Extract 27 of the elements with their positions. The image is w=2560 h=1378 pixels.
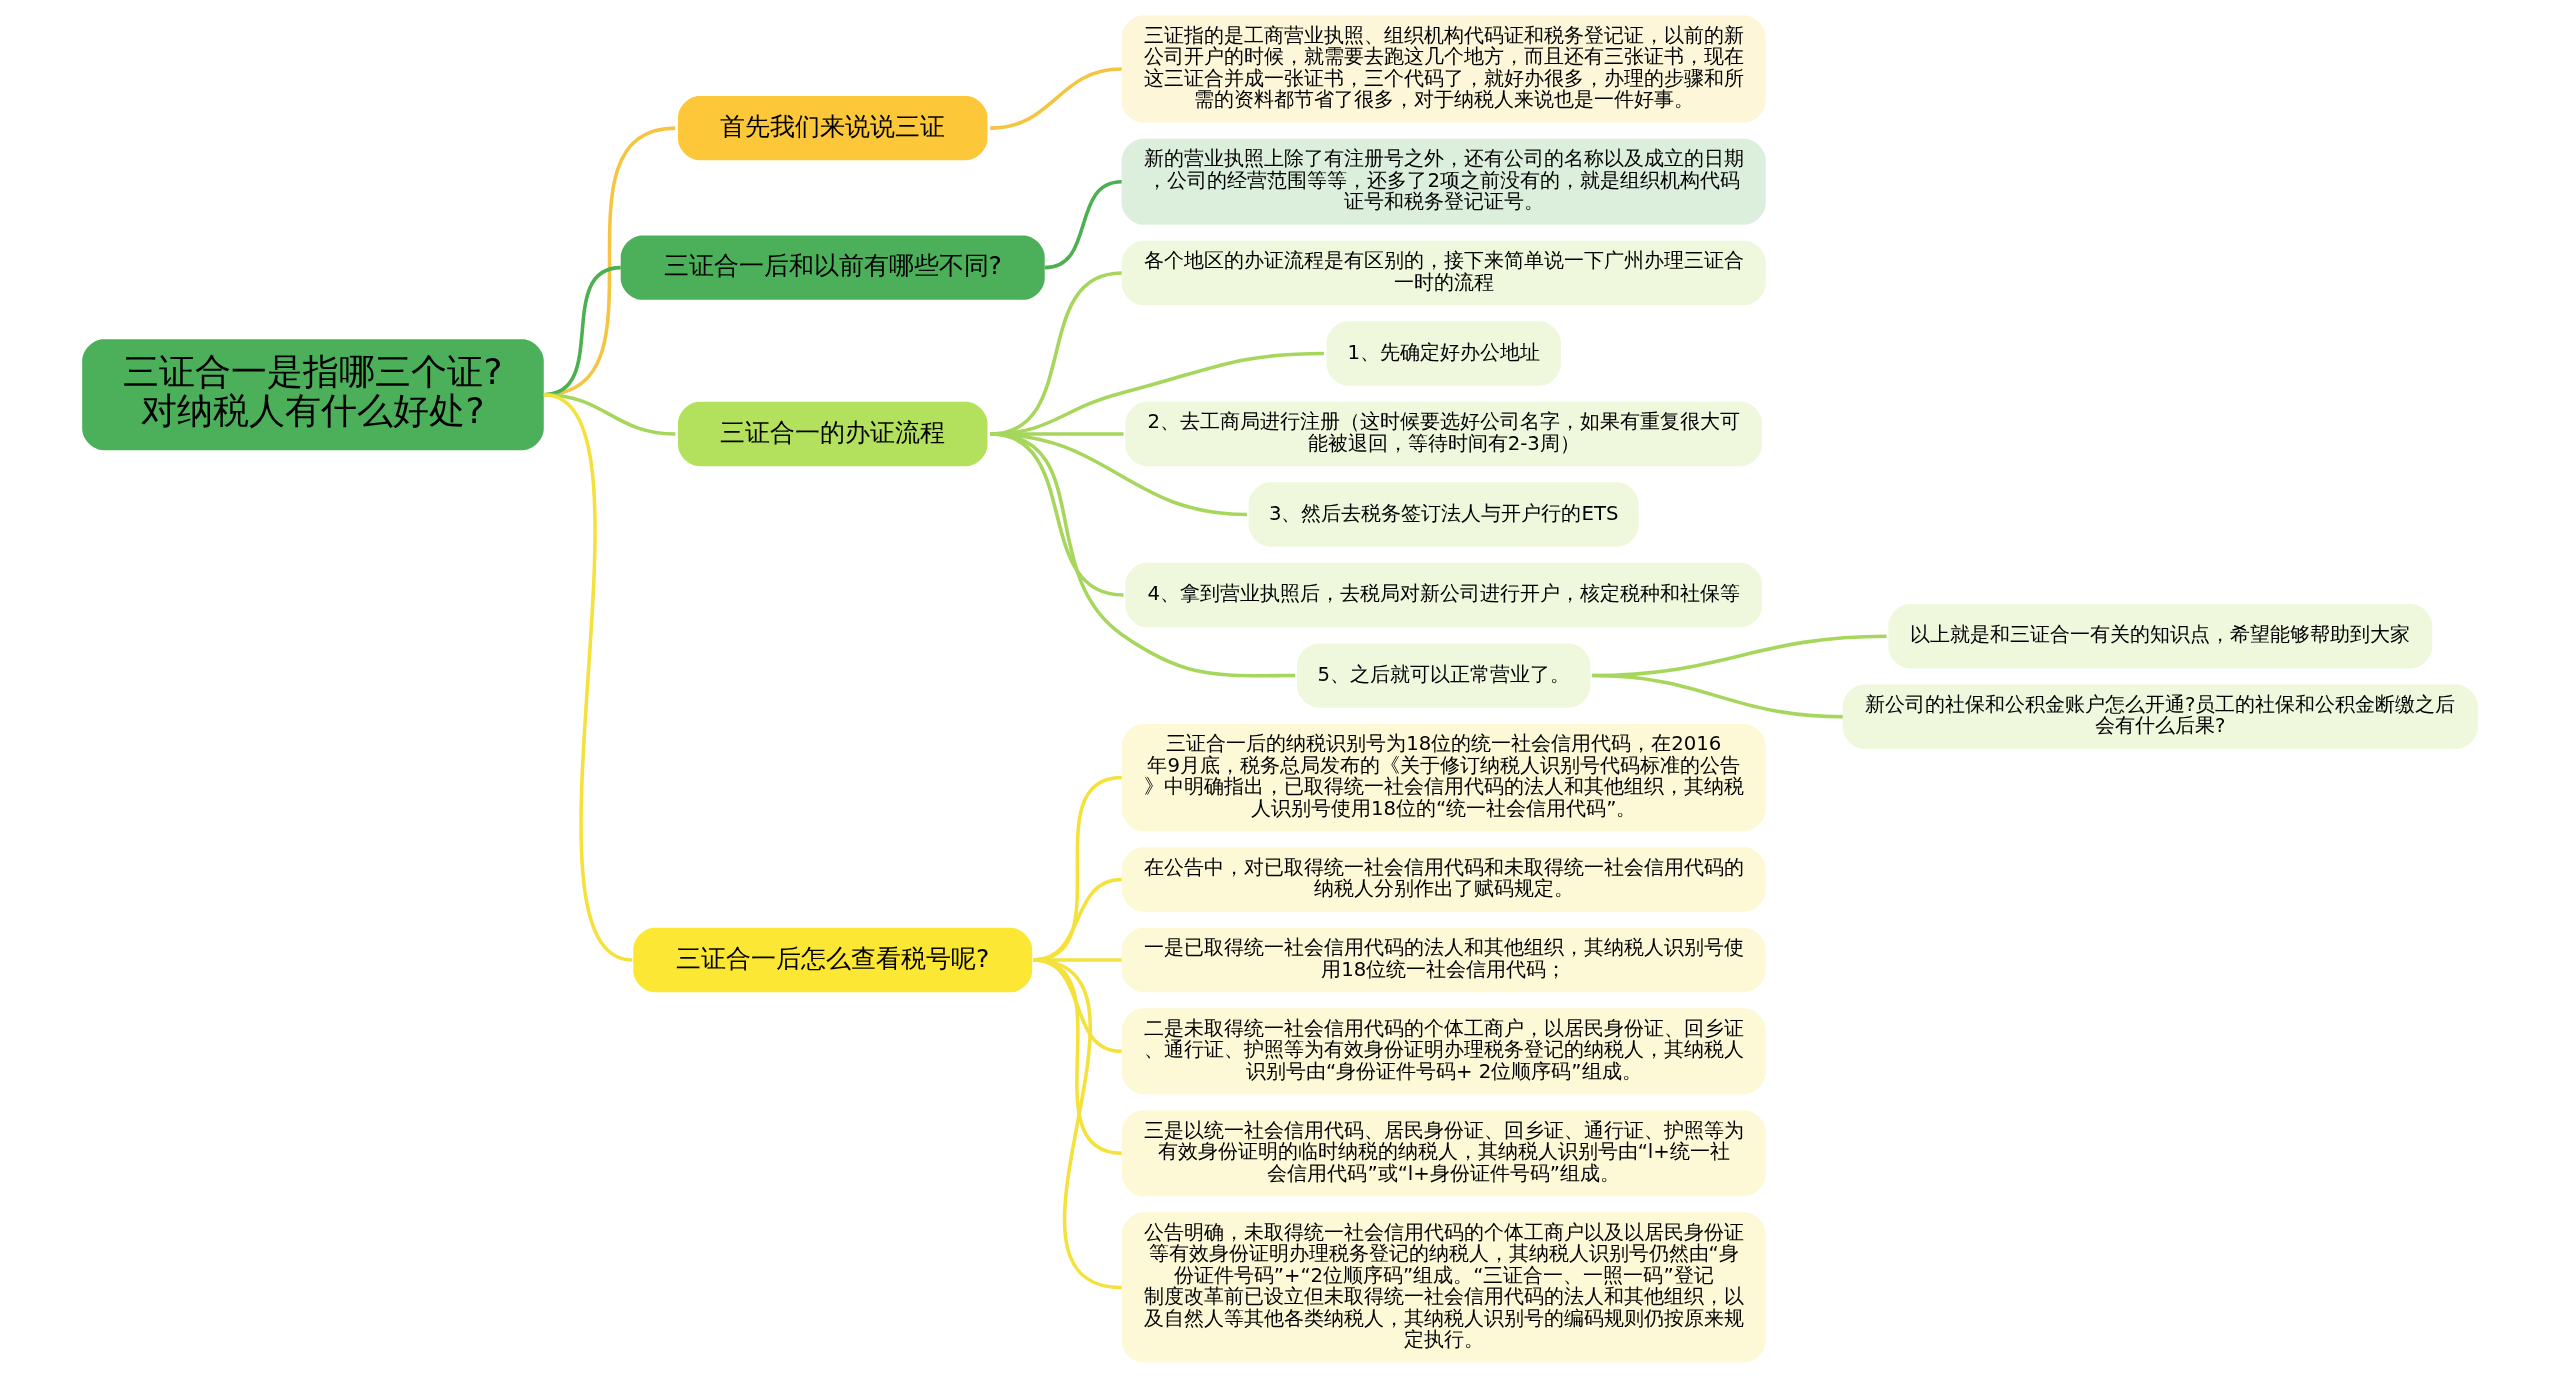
node-box: 2、去工商局进行注册（这时候要选好公司名字，如果有重复很大可能被退回，等待时间有2-3周） [1125, 401, 1763, 467]
node-box: 二是未取得统一社会信用代码的个体工商户，以居民身份证、回乡证、通行证、护照等为有效身份证明办理税务登记的纳税人，其纳税人识别号由“身份证件号码+ 2位顺序码”组成。 [1121, 1008, 1766, 1095]
node-box: 3、然后去税务签订法人与开户行的ETS [1248, 482, 1639, 547]
node-box: 三证合一后怎么查看税号呢? [633, 927, 1033, 993]
connector [543, 393, 634, 962]
node-box: 1、先确定好办公地址 [1326, 321, 1561, 386]
node-box: 三证合一是指哪三个证?对纳税人有什么好处? [82, 339, 544, 451]
node-box: 一是已取得统一社会信用代码的法人和其他组织，其纳税人识别号使用18位统一社会信用代码； [1121, 927, 1766, 993]
node-box: 三证合一后的纳税识别号为18位的统一社会信用代码，在2016年9月底，税务总局发布的《关于修订纳税人识别号代码标准的公告》中明确指出，已取得统一社会信用代码的法人和其他组织，其纳税人识别号使用18位的“统一社会信用代码”。 [1121, 723, 1766, 832]
connector [1044, 180, 1122, 270]
node-box: 新公司的社保和公积金账户怎么开通?员工的社保和公积金断缴之后会有什么后果? [1842, 684, 2478, 749]
connector [1592, 673, 1843, 719]
node-box: 以上就是和三证合一有关的知识点，希望能够帮助到大家 [1888, 604, 2433, 669]
node-box: 新的营业执照上除了有注册号之外，还有公司的名称以及成立的日期，公司的经营范围等等，还多了2项之前没有的，就是组织机构代码证号和税务登记证号。 [1121, 138, 1766, 225]
node-box: 公告明确，未取得统一社会信用代码的个体工商户以及以居民身份证等有效身份证明办理税务登记的纳税人，其纳税人识别号仍然由“身份证件号码”+“2位顺序码”组成。“三证合一、一照一码”登记制度改革前已设立但未取得统一社会信用代码的法人和其他组织，以及自然人等其他各类纳税人，其纳税人识别号的编码规则仍按原来规定执行。 [1121, 1212, 1766, 1363]
node-box: 各个地区的办证流程是有区别的，接下来简单说一下广州办理三证合一时的流程 [1121, 240, 1766, 306]
connector [989, 432, 1296, 678]
node-box: 4、拿到营业执照后，去税局对新公司进行开户，核定税种和社保等 [1125, 562, 1763, 628]
node-box: 5、之后就可以正常营业了。 [1297, 643, 1591, 708]
node-box: 三证合一的办证流程 [677, 401, 988, 467]
node-box: 三证合一后和以前有哪些不同? [620, 235, 1045, 300]
node-box: 三证指的是工商营业执照、组织机构代码证和税务登记证，以前的新公司开户的时候，就需要去跑这几个地方，而且还有三张证书，现在这三证合并成一张证书，三个代码了，就好办很多，办理的步骤和所需的资料都节省了很多，对于纳税人来说也是一件好事。 [1121, 15, 1766, 123]
connector [990, 67, 1122, 130]
node-box: 在公告中，对已取得统一社会信用代码和未取得统一社会信用代码的纳税人分别作出了赋码规定。 [1121, 847, 1766, 912]
node-box: 三是以统一社会信用代码、居民身份证、回乡证、通行证、护照等为有效身份证明的临时纳税的纳税人，其纳税人识别号由“l+统一社会信用代码”或“l+身份证件号码”组成。 [1121, 1110, 1766, 1197]
node-box: 首先我们来说说三证 [677, 95, 988, 161]
connector [1032, 958, 1123, 1290]
